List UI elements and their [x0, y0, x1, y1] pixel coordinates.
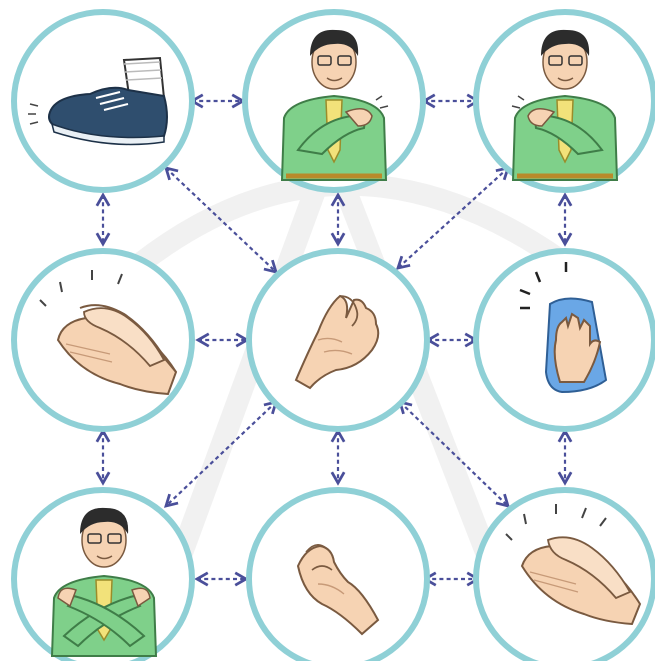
node-snap-bottom [249, 490, 427, 661]
node-shoe [14, 12, 192, 190]
node-man-crossed-arms [14, 490, 192, 661]
node-clap-2 [476, 490, 654, 661]
arrow-shoe-to-snap-center [166, 168, 276, 272]
node-clap-1 [14, 251, 192, 429]
node-man-left-chest [476, 12, 654, 190]
node-snap-center [249, 251, 427, 429]
node-pat-towel [476, 251, 654, 429]
node-man-right-chest [245, 12, 423, 190]
